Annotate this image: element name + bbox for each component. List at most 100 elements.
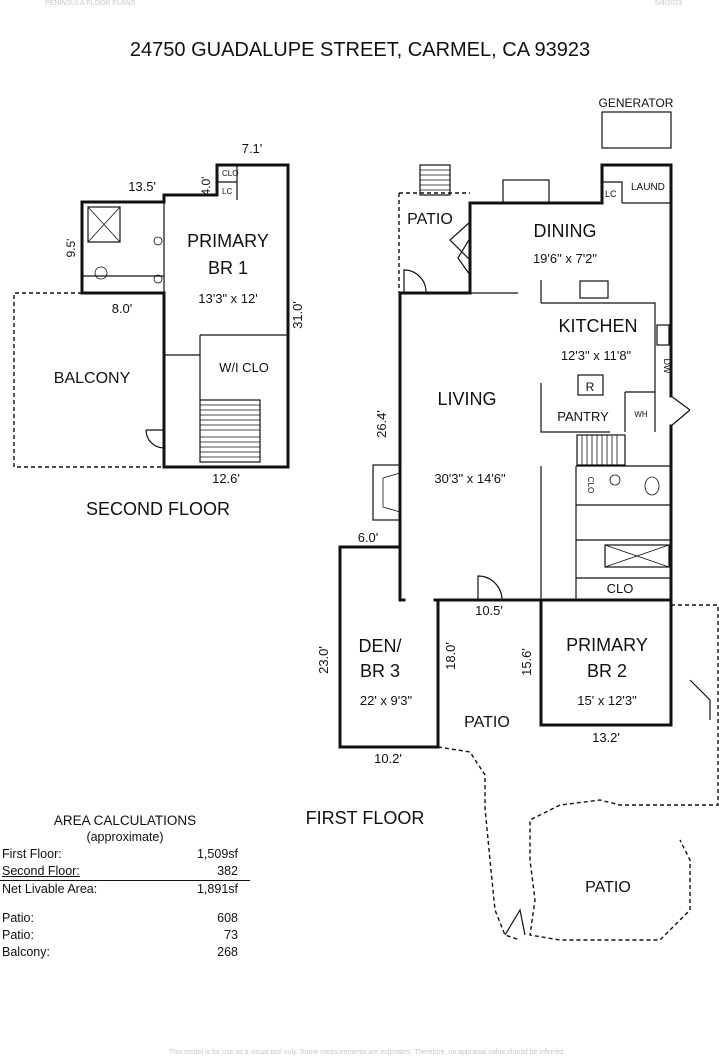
dining-size: 19'6" x 7'2" [533, 251, 597, 266]
dim-bath-h: 9.5' [64, 239, 78, 258]
pantry-label: PANTRY [557, 409, 609, 424]
primary-br1-size: 13'3" x 12' [198, 291, 257, 306]
patio-mid-label: PATIO [464, 714, 510, 731]
patio-door-2 [689, 679, 711, 720]
dim-right: 31.0' [290, 301, 305, 329]
den-size: 22' x 9'3" [360, 693, 413, 708]
clo-label: CLO [222, 169, 238, 178]
footer-disclaimer: This model is for use as a visual tool o… [169, 1049, 565, 1056]
area-row-label: Net Livable Area: [2, 882, 98, 896]
patio-door-3 [504, 908, 526, 936]
shower-b [604, 544, 670, 568]
area-extra-value: 608 [217, 911, 238, 925]
patio-bottom-label: PATIO [585, 879, 631, 896]
wh-label: WH [634, 410, 648, 419]
primary-br2-size: 15' x 12'3" [577, 693, 637, 708]
area-row-value: 382 [217, 864, 238, 878]
area-row-value: 1,891sf [196, 882, 238, 896]
dining-label: DINING [534, 221, 597, 241]
den-num: BR 3 [360, 661, 400, 681]
shower-cross [87, 206, 121, 243]
area-extra-value: 268 [217, 945, 238, 959]
sink [656, 324, 670, 346]
area-row-label: Second Floor: [2, 864, 80, 878]
area-extra-label: Patio: [2, 911, 34, 925]
dim-mid: 10.5' [475, 603, 503, 618]
sink-b [609, 474, 621, 486]
living-size: 30'3" x 14'6" [434, 471, 506, 486]
kitchen-label: KITCHEN [558, 316, 637, 336]
patio-bottom-outline [529, 604, 719, 941]
area-extra-row: Balcony: 268 [0, 944, 250, 961]
header-right: 5/4/2023 [655, 0, 682, 7]
area-extra-value: 73 [224, 928, 238, 942]
laund-label: LAUND [631, 182, 665, 193]
first-floor-interior [470, 165, 671, 600]
primary-br1-num: BR 1 [208, 258, 248, 278]
shower [87, 206, 121, 243]
sink [153, 236, 163, 246]
living-fireplace [372, 464, 401, 521]
dim-den-bottom: 10.2' [374, 751, 402, 766]
primary-br2-name: PRIMARY [566, 635, 648, 655]
wic-label: W/I CLO [219, 360, 269, 375]
area-extra-label: Balcony: [2, 945, 50, 959]
second-floor-label: SECOND FLOOR [86, 499, 230, 519]
patio-doors [449, 221, 471, 276]
dim-br2-h: 15.6' [519, 648, 534, 676]
primary-br2-num: BR 2 [587, 661, 627, 681]
area-row: First Floor: 1,509sf [0, 846, 250, 863]
stove [579, 280, 609, 299]
kitchen-size: 12'3" x 11'8" [561, 348, 632, 363]
area-extra-row: Patio: 608 [0, 910, 250, 927]
clo-small-label: CLO [586, 477, 595, 493]
range-box [577, 374, 604, 396]
balcony-label: BALCONY [54, 370, 131, 387]
balcony-outline [13, 292, 164, 468]
dim-living-h: 26.4' [374, 410, 389, 438]
dim-den-h: 23.0' [316, 646, 331, 674]
dim-small: 4.0' [199, 177, 213, 196]
stairs-second [199, 399, 261, 463]
clo-label: CLO [607, 581, 634, 596]
header-left: PENINSULA FLOOR PLANS [45, 0, 136, 7]
second-floor-plan: 13.5' 7.1' 4.0' CLO LC 9.5' 8.0' PRIMARY… [13, 141, 305, 519]
stairs-first [576, 434, 626, 466]
second-floor-walls [80, 163, 290, 469]
area-extra-row: Patio: 73 [0, 927, 250, 944]
patio-top-label: PATIO [407, 211, 453, 228]
sink [153, 274, 163, 284]
area-row-label: First Floor: [2, 847, 62, 861]
generator-label: GENERATOR [599, 96, 674, 110]
range-label: R [586, 380, 595, 394]
dim-bottom: 12.6' [212, 471, 240, 486]
area-subtitle: (approximate) [86, 830, 164, 844]
first-floor-label: FIRST FLOOR [306, 808, 425, 828]
area-row-value: 1,509sf [196, 847, 238, 861]
patio-top-outline [398, 192, 470, 293]
primary-br1-name: PRIMARY [187, 231, 269, 251]
dim-bath-w: 8.0' [112, 301, 133, 316]
patio-door-swing [403, 269, 427, 294]
page-title: 24750 GUADALUPE STREET, CARMEL, CA 93923 [130, 39, 590, 61]
dim-br2-bottom: 13.2' [592, 730, 620, 745]
dim-top-left: 13.5' [128, 179, 156, 194]
area-row: Second Floor: 382 [0, 863, 250, 881]
side-door [670, 395, 691, 427]
fireplace [502, 179, 550, 204]
den-walls [338, 545, 440, 749]
generator-box [601, 111, 672, 149]
dim-den-top: 6.0' [358, 530, 379, 545]
second-floor-interior [82, 164, 288, 400]
patio-mid-outline [437, 746, 521, 941]
lc-label-first: LC [605, 189, 617, 199]
dim-top: 7.1' [242, 141, 263, 156]
first-floor-plan: GENERATOR [306, 96, 719, 941]
area-extra-label: Patio: [2, 928, 34, 942]
den-name: DEN/ [358, 636, 401, 656]
living-label: LIVING [437, 389, 496, 409]
balcony-door [145, 429, 165, 449]
area-title: AREA CALCULATIONS [53, 813, 197, 828]
dim-patio-h: 18.0' [443, 642, 458, 670]
